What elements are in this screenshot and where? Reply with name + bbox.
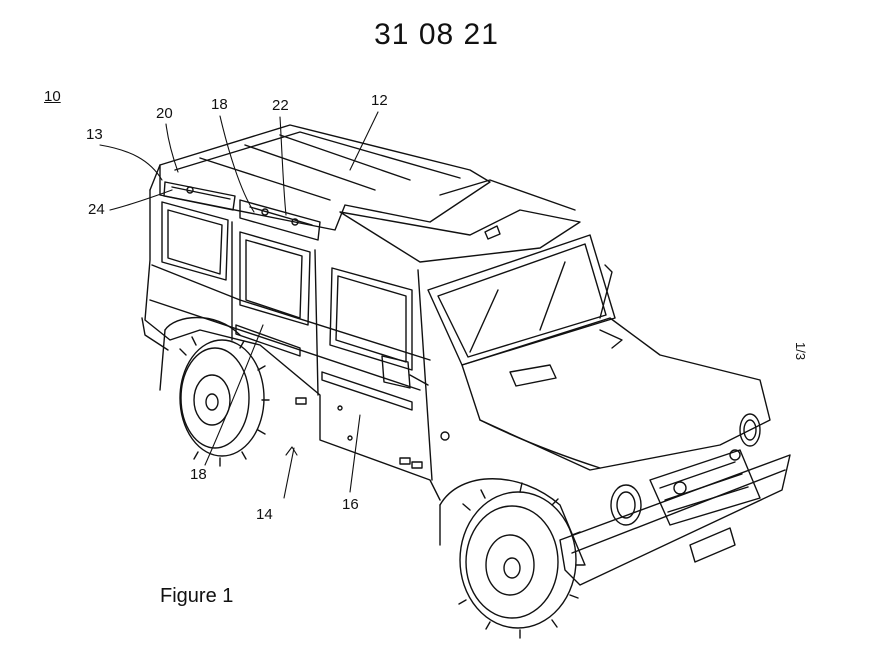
- ref-numeral-24: 24: [88, 201, 105, 218]
- ref-numeral-20: 20: [156, 105, 173, 122]
- vehicle-body-side: [145, 165, 449, 500]
- ref-numeral-16: 16: [342, 496, 359, 513]
- figure-caption: Figure 1: [160, 585, 234, 607]
- vehicle-front: [428, 235, 790, 585]
- document-date-header: 31 08 21: [374, 18, 499, 51]
- front-wheel: [459, 483, 584, 638]
- ref-numeral-12: 12: [371, 92, 388, 109]
- roof-light-bars: [164, 182, 320, 240]
- ref-numeral-18-bottom: 18: [190, 466, 207, 483]
- ref-numeral-22: 22: [272, 97, 289, 114]
- vehicle-rear: [142, 318, 240, 391]
- rear-wheel: [180, 337, 269, 466]
- ref-numeral-vehicle: 10: [44, 88, 61, 105]
- ref-numeral-18-top: 18: [211, 96, 228, 113]
- ref-numeral-14: 14: [256, 506, 273, 523]
- ref-numeral-13: 13: [86, 126, 103, 143]
